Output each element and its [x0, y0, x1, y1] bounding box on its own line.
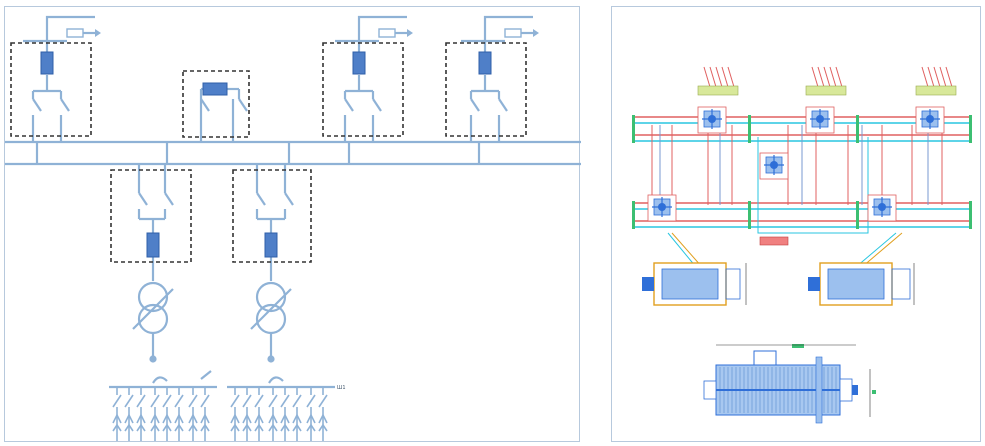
switchgear-cell	[915, 106, 945, 134]
cable-tray	[759, 236, 789, 246]
cell-enclosure-6	[232, 169, 312, 263]
transformer-right	[808, 262, 915, 306]
switchgear-cell	[647, 194, 677, 222]
lv-outgoing-line	[280, 387, 290, 441]
lv-outgoing-line	[292, 387, 302, 441]
bus-coupler	[199, 87, 248, 142]
incoming-feeder-1	[23, 15, 101, 142]
lv-outgoing-line	[200, 387, 210, 441]
lower-busbars	[632, 202, 972, 228]
cell-enclosure-5	[110, 169, 192, 263]
breaker-6	[264, 232, 278, 258]
lv-outgoing-line	[112, 387, 122, 441]
incoming-feeder-3	[335, 15, 413, 142]
lv-outgoing-line	[124, 387, 134, 441]
breaker-1	[40, 51, 54, 75]
cell-enclosure-3	[322, 42, 404, 137]
switchgear-cell	[867, 194, 897, 222]
lv-outgoing-line	[242, 387, 252, 441]
lv-outgoing-line	[150, 387, 160, 441]
lv-distribution-bus	[109, 370, 335, 389]
transformer-left	[642, 262, 747, 306]
switchgear-cells	[647, 106, 945, 222]
outgoing-feeder-1	[132, 164, 174, 363]
lv-outgoing-line	[136, 387, 146, 441]
switchgear-cell	[697, 106, 727, 134]
incoming-feeder-4	[461, 15, 539, 142]
lv-outgoing-line	[306, 387, 316, 441]
lv-outgoing-line	[188, 387, 198, 441]
single-line-diagram: Ш1	[5, 15, 581, 441]
lv-outgoing-line	[254, 387, 264, 441]
main-motor	[703, 344, 876, 424]
outgoing-feeder-2	[250, 164, 294, 363]
cell-enclosure-1	[10, 42, 92, 137]
breaker-4	[478, 51, 492, 75]
single-line-diagram-panel: Ш1	[4, 6, 581, 442]
lv-outgoing-line	[230, 387, 240, 441]
cable-fans	[703, 66, 953, 88]
cell-enclosure-4	[445, 42, 527, 137]
bus-label: Ш1	[337, 385, 346, 391]
lv-outgoing-line	[162, 387, 172, 441]
lv-outgoing-line	[174, 387, 184, 441]
switchgear-cell	[759, 152, 789, 180]
equipment-layout-drawing	[632, 66, 972, 424]
layout-drawing-panel	[611, 6, 981, 442]
cell-enclosure-2	[182, 70, 250, 138]
breaker-5	[146, 232, 160, 258]
breaker-3	[352, 51, 366, 75]
breaker-2	[202, 82, 228, 96]
lv-outgoing-line	[268, 387, 278, 441]
lv-outgoing-line	[318, 387, 328, 441]
switchgear-cell	[805, 106, 835, 134]
